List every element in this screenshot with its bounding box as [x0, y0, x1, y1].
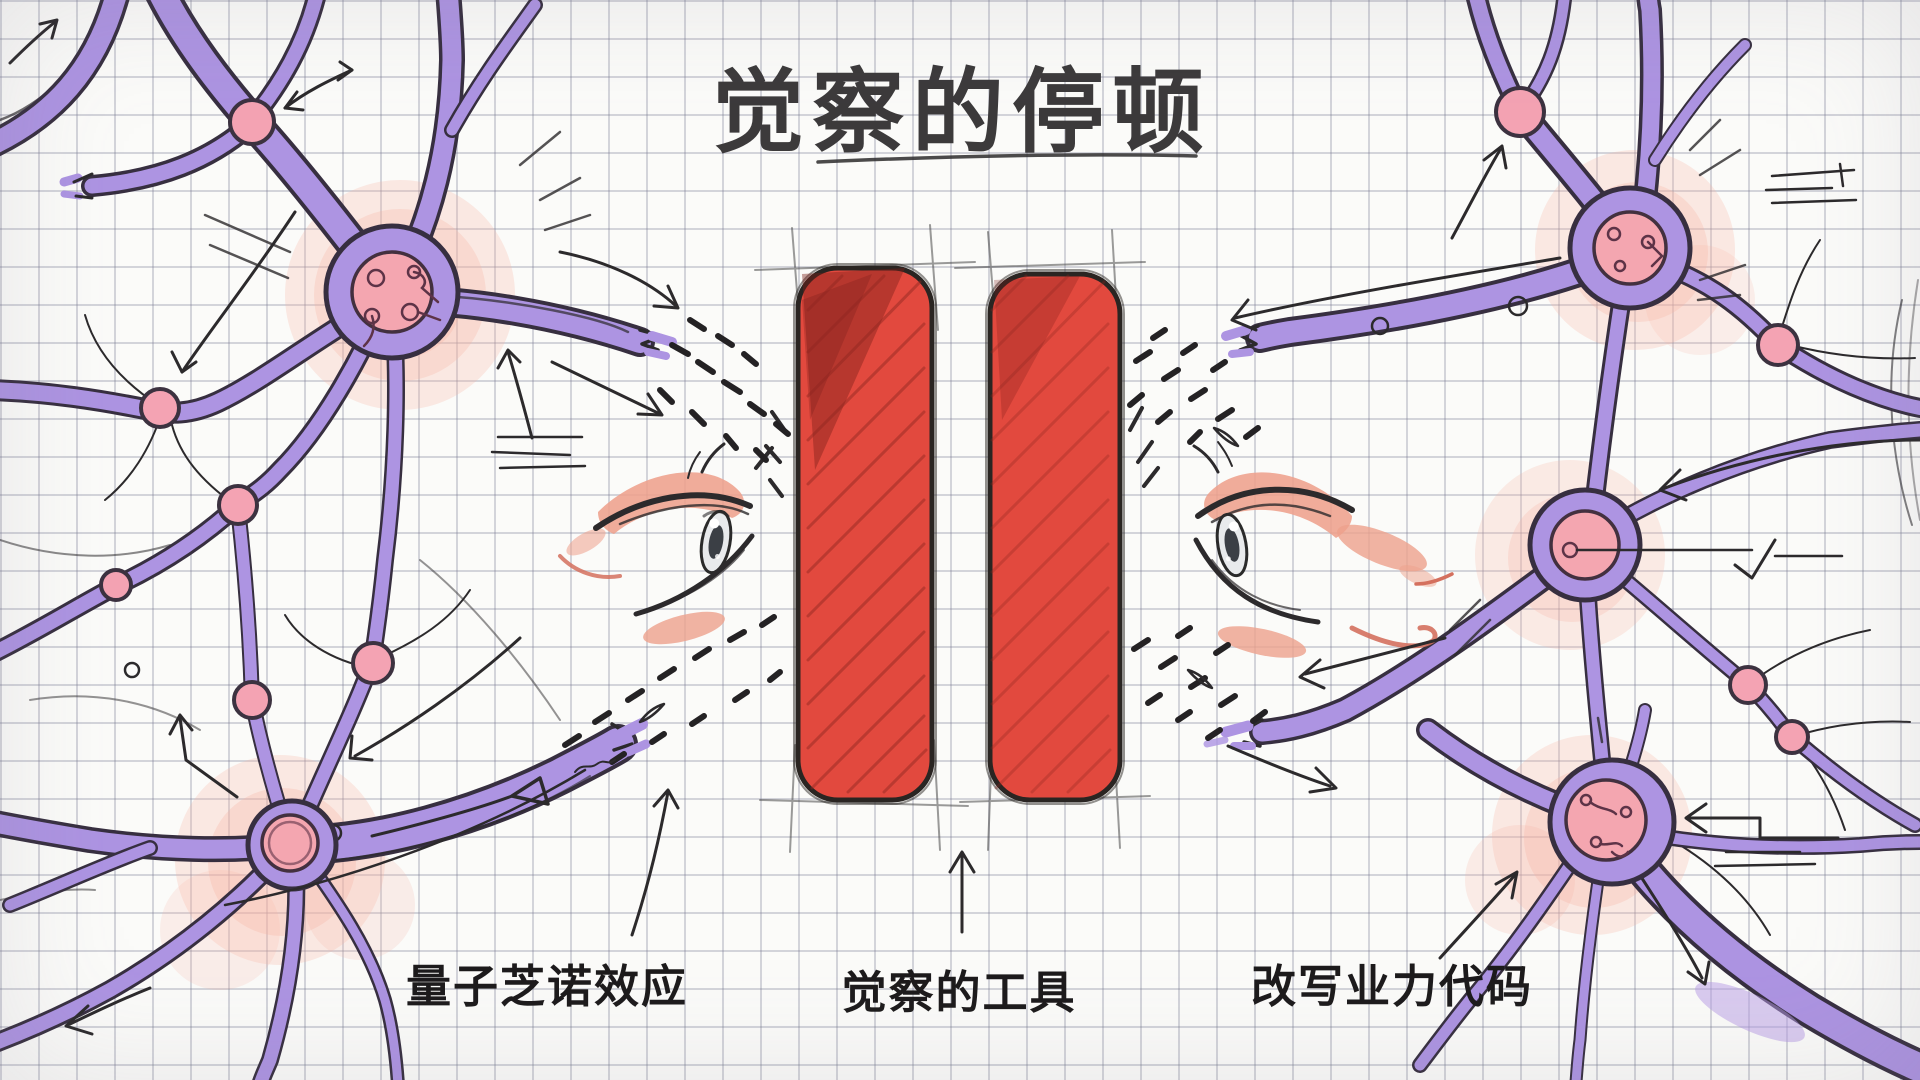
- caption-rewrite-karma-code: 改写业力代码: [1250, 961, 1533, 1012]
- synapse-node: [1494, 86, 1546, 138]
- synapse-node: [1728, 665, 1768, 705]
- nucleus-doodles: [362, 264, 442, 348]
- triple-dash-mark: [490, 435, 587, 470]
- nucleus-doodles: [1606, 226, 1664, 273]
- caption-quantum-zeno-effect: 量子芝诺效应: [405, 961, 688, 1012]
- pause-bar-left: [795, 265, 935, 803]
- synapse-node: [139, 387, 181, 429]
- page-title: 觉察的停顿: [711, 62, 1212, 164]
- neuron-nucleus: [1592, 210, 1668, 286]
- bar-hatching: [990, 274, 1112, 794]
- nucleus-doodles: [1579, 793, 1633, 858]
- right-iris: [1215, 512, 1249, 578]
- particle-dashes: [562, 317, 1268, 765]
- neuron-nucleus: [1549, 509, 1621, 581]
- pause-bars: [754, 224, 1160, 853]
- left-eye: [558, 442, 774, 645]
- title-underline: [816, 153, 1198, 164]
- neuron-nucleus: [1564, 778, 1648, 862]
- triple-dash-mark: [1764, 162, 1858, 205]
- speed-lines: [203, 130, 592, 280]
- synapse-node: [99, 568, 133, 602]
- neuron-nucleus: [350, 250, 434, 334]
- right-eye: [1192, 441, 1454, 658]
- speed-lines: [1448, 118, 1747, 744]
- synapse-node: [351, 641, 395, 685]
- caption-tool-of-awareness: 觉察的工具: [841, 967, 1077, 1018]
- bar-hatching: [806, 274, 928, 794]
- synapse-node: [228, 98, 276, 146]
- neuron-nucleus: [260, 813, 320, 873]
- synapse-node: [217, 484, 259, 526]
- pause-bar-right: [987, 271, 1123, 803]
- synapse-node: [1756, 323, 1800, 367]
- right-neural-network: [1203, 0, 1920, 1080]
- annotation-arrows: [8, 18, 1920, 1036]
- synapse-node: [232, 680, 272, 720]
- synapse-node: [1774, 719, 1810, 755]
